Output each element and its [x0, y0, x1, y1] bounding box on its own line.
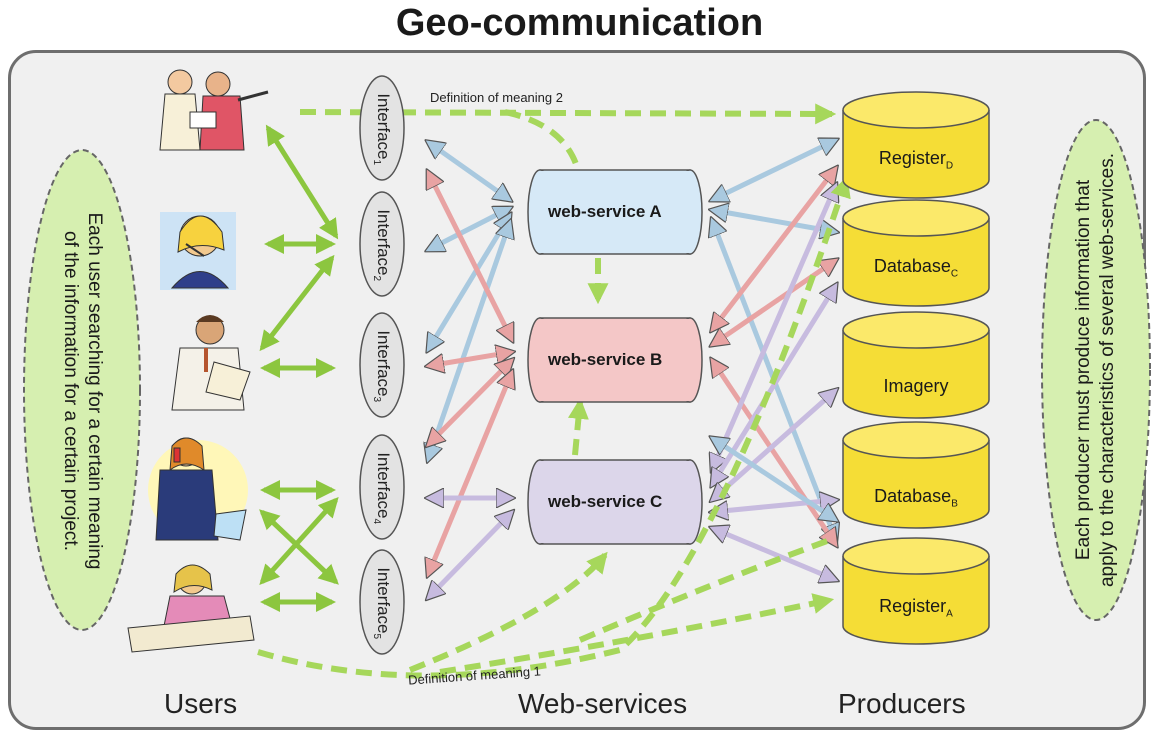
webservice-c-label: web-service C [548, 492, 663, 511]
webservice-b-label: web-service B [548, 350, 663, 369]
woman-on-phone-icon [148, 437, 248, 541]
right-note-text: Each producer must produce information t… [1073, 153, 1118, 588]
interface-5-label: Interface5 [370, 567, 394, 640]
call-center-woman-icon [160, 212, 236, 290]
database-register-d [842, 91, 990, 199]
left-note-oval [23, 149, 141, 631]
definition-top-label: Definition of meaning 2 [430, 90, 563, 105]
webservice-a-cylinder [527, 169, 703, 255]
database-c-label: DatabaseC [873, 256, 959, 280]
interface-1-label: Interface1 [370, 93, 394, 166]
webservices-caption: Web-services [518, 688, 688, 719]
database-register-a [842, 537, 990, 645]
diagram-title: Geo-communication [395, 2, 764, 44]
webservice-a-label: web-service A [548, 202, 662, 221]
right-note-oval [1041, 119, 1151, 621]
imagery-label: Imagery [883, 376, 949, 396]
interface-ovals [359, 75, 405, 655]
users-caption: Users [164, 688, 238, 719]
couple-with-map-icon [159, 69, 269, 151]
producers-caption: Producers [838, 688, 966, 719]
database-database-b [842, 421, 990, 529]
user-interface-arrows [259, 124, 339, 612]
webservice-b-cylinder [527, 317, 703, 403]
database-cylinders [842, 91, 990, 645]
interface-3-label: Interface3 [370, 330, 394, 403]
interface-2-label: Interface2 [370, 209, 394, 282]
register-d-label: RegisterD [878, 148, 954, 172]
database-imagery [842, 311, 990, 419]
database-database-c [842, 199, 990, 307]
meaning-dashed-lines [257, 103, 851, 679]
webservice-database-arrows [712, 140, 836, 580]
interface-webservice-arrows [428, 142, 512, 598]
girl-writing-icon [127, 564, 255, 653]
left-note-text: Each user searching for a certain meanin… [60, 212, 105, 570]
database-b-label: DatabaseB [874, 486, 958, 510]
register-a-label: RegisterA [879, 596, 953, 620]
interface-4-label: Interface4 [370, 452, 394, 525]
webservice-c-cylinder [527, 459, 703, 545]
man-reading-document-icon [171, 315, 251, 411]
